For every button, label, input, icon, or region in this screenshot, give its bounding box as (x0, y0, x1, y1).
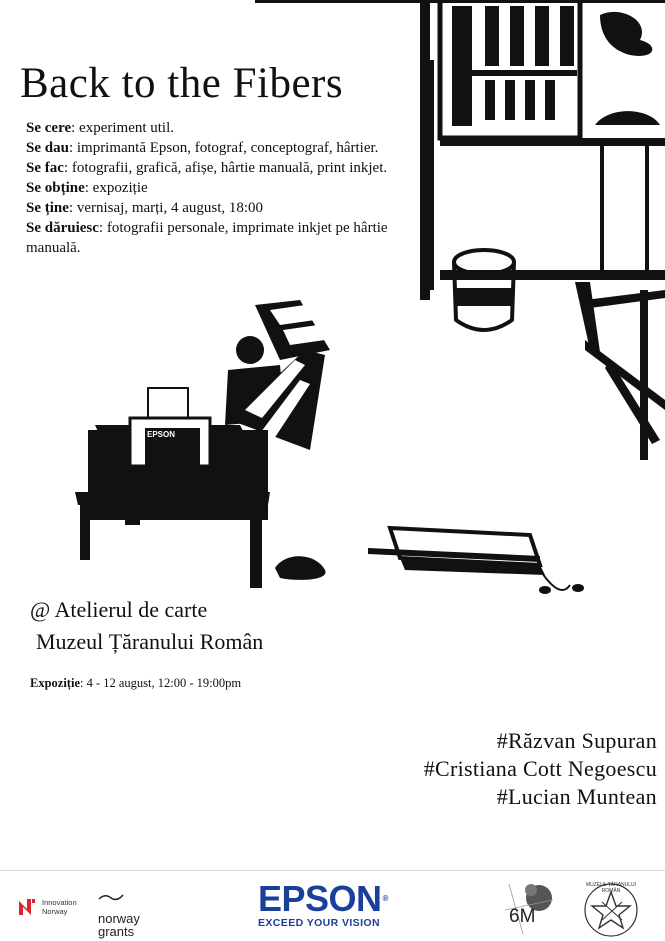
table-printer-drawing (75, 387, 270, 588)
footer-divider (0, 870, 665, 871)
exhibition-dates: Expoziție: 4 - 12 august, 12:00 - 19:00p… (30, 676, 242, 690)
detail-line-se-cere: Se cere: experiment util. (26, 120, 175, 136)
detail-line-se-obtine: Se obține: expoziție (26, 180, 148, 196)
credit-cristiana-cott-negoescu: #Cristiana Cott Negoescu (423, 756, 657, 781)
detail-line-se-dau: Se dau: imprimantă Epson, fotograf, conc… (26, 140, 379, 156)
registered-icon: ® (382, 894, 389, 903)
detail-line-se-daruiesc: Se dăruiesc: fotografii personale, impri… (26, 220, 388, 256)
om-logo: 6M (503, 880, 555, 936)
printer-label: EPSON (147, 430, 175, 439)
poster-title: Back to the Fibers (20, 60, 344, 107)
credit-lucian-muntean: #Lucian Muntean (496, 784, 657, 809)
venue-line-museum: Muzeul Țăranului Român (36, 629, 264, 654)
wave-icon (98, 894, 124, 901)
credit-razvan-supuran: #Răzvan Supuran (496, 728, 657, 753)
artist-credits: #Răzvan Supuran #Cristiana Cott Negoescu… (424, 727, 657, 811)
event-details: Se cere: experiment util. Se dau: imprim… (26, 118, 396, 258)
papermaker-drawing (225, 300, 330, 450)
museum-seal-logo: MUZEUL ȚĂRANULUI ROMÂN (582, 880, 640, 938)
detail-line-se-tine: Se ține: vernisaj, marți, 4 august, 18:0… (26, 200, 264, 216)
building-drawing (420, 0, 665, 460)
detail-line-se-fac: Se fac: fotografii, grafică, afișe, hârt… (26, 160, 388, 176)
barrel-drawing (452, 248, 516, 332)
epson-logo: EPSON® EXCEED YOUR VISION (258, 878, 389, 930)
venue-block: @ Atelierul de carte Muzeul Țăranului Ro… (30, 594, 263, 658)
innovation-norway-icon (19, 899, 35, 915)
innovation-norway-logo: Innovation Norway (18, 898, 77, 916)
venue-line-atelier: @ Atelierul de carte (30, 597, 208, 622)
om-splash-icon (504, 883, 554, 935)
stone-drawing (275, 556, 326, 580)
norway-grants-logo: norway grants (98, 888, 140, 938)
frame-drawing (368, 525, 584, 594)
seal-star-icon (584, 883, 638, 937)
